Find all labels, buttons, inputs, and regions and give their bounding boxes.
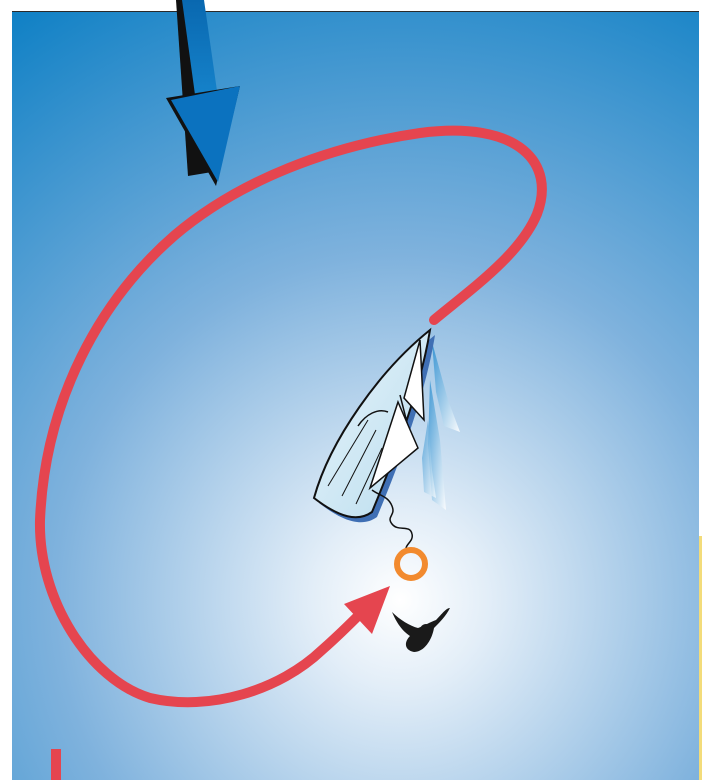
water-background (12, 12, 699, 780)
course-start-marker (51, 749, 61, 780)
